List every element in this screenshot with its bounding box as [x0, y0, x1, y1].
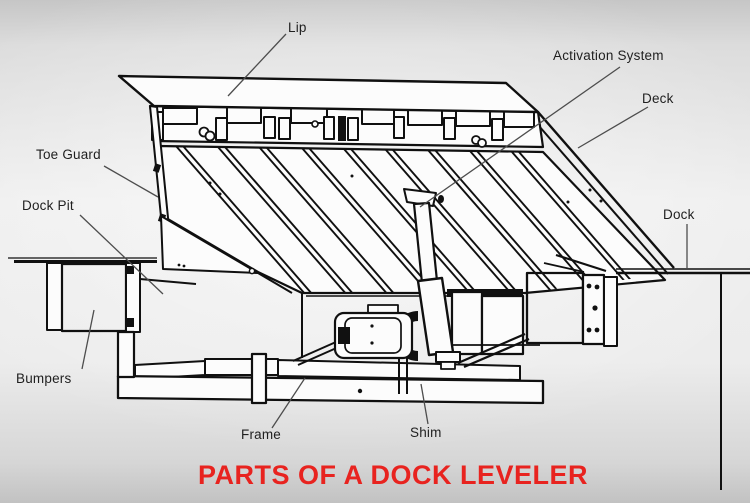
diagram-title: PARTS OF A DOCK LEVELER	[197, 460, 588, 490]
dock-wall	[616, 268, 750, 490]
toe-guard-plate	[149, 105, 293, 294]
label-bumpers: Bumpers	[16, 371, 72, 386]
dock-pit-floor	[8, 257, 197, 285]
lip-plate	[117, 74, 540, 114]
label-deck: Deck	[642, 91, 674, 106]
lip-hinge-assembly	[148, 104, 545, 149]
right-bumper	[525, 253, 618, 347]
pump-motor-unit	[333, 304, 418, 361]
label-toe-guard: Toe Guard	[36, 147, 101, 162]
hydraulic-cylinder	[403, 188, 461, 370]
label-activation-system: Activation System	[553, 48, 664, 63]
label-shim: Shim	[410, 425, 442, 440]
label-dock-pit: Dock Pit	[22, 198, 74, 213]
left-bumper	[46, 262, 141, 333]
label-lip: Lip	[288, 20, 307, 35]
label-dock: Dock	[663, 207, 695, 222]
deck-surface	[156, 111, 675, 297]
leader-lines	[79, 33, 688, 429]
label-frame: Frame	[241, 427, 282, 442]
